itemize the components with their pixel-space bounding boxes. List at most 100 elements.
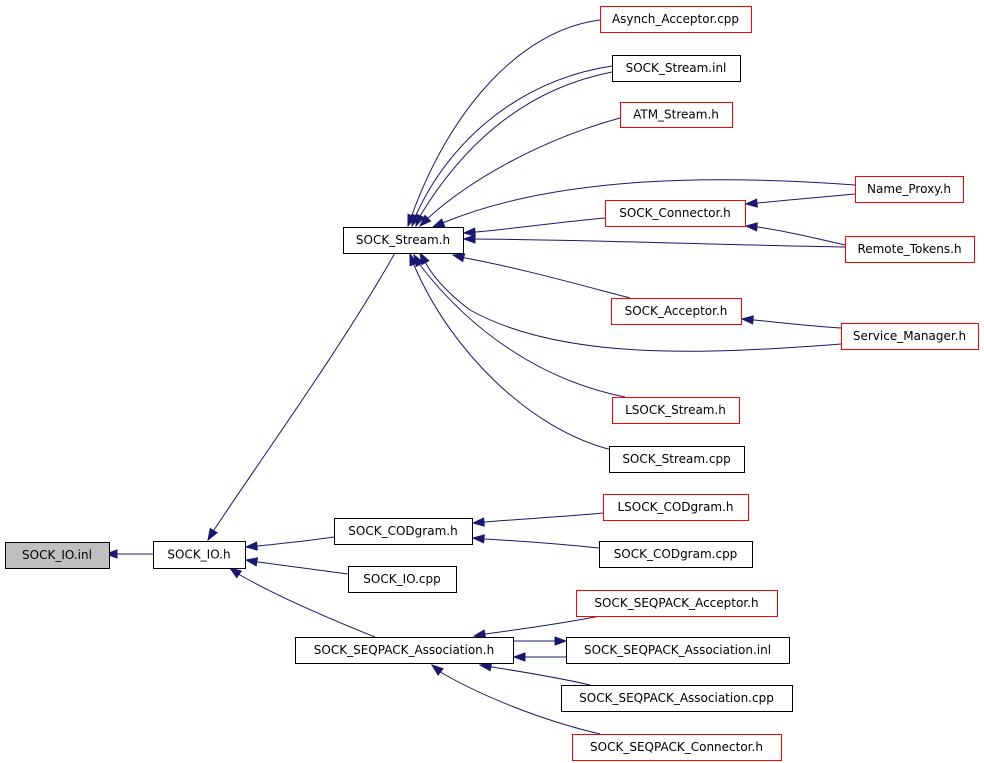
node-label: ATM_Stream.h bbox=[633, 108, 719, 122]
node-label: SOCK_Stream.inl bbox=[626, 61, 727, 75]
edge-line bbox=[245, 559, 349, 575]
node-label: Remote_Tokens.h bbox=[857, 242, 961, 256]
edge-line bbox=[431, 664, 601, 735]
edge-sock-seqpack-association-h-to-sock-seqpack-association-inl bbox=[513, 636, 568, 646]
node-sock-codgram-cpp[interactable]: SOCK_CODgram.cpp bbox=[599, 541, 753, 568]
node-box bbox=[855, 176, 964, 203]
node-box bbox=[343, 227, 464, 254]
edge-line bbox=[473, 615, 601, 637]
arrowhead bbox=[228, 567, 243, 579]
edge-sock-acceptor-h-to-sock-stream-h bbox=[451, 253, 631, 299]
node-box bbox=[605, 200, 746, 227]
node-atm-stream-h[interactable]: ATM_Stream.h bbox=[620, 102, 733, 128]
edge-sock-codgram-h-to-sock-io-h bbox=[244, 536, 335, 551]
edge-sock-seqpack-association-inl-to-sock-seqpack-association-h bbox=[512, 652, 566, 662]
edge-sock-seqpack-association-h-to-sock-io-h bbox=[228, 567, 376, 638]
node-box bbox=[620, 102, 733, 128]
edge-remote-tokens-h-to-sock-stream-h bbox=[462, 234, 846, 248]
arrowhead bbox=[244, 557, 259, 567]
nodes-layer: SOCK_IO.inl SOCK_IO.h SOCK_Stream.h Asynch_… bbox=[5, 6, 979, 761]
node-label: LSOCK_CODgram.h bbox=[617, 500, 733, 514]
node-sock-stream-h[interactable]: SOCK_Stream.h bbox=[343, 227, 464, 254]
edge-sock-codgram-cpp-to-sock-codgram-h bbox=[471, 534, 600, 549]
node-service-manager-h[interactable]: Service_Manager.h bbox=[841, 323, 979, 350]
edge-line bbox=[432, 179, 856, 228]
node-label: SOCK_IO.h bbox=[167, 548, 230, 562]
arrowhead bbox=[207, 527, 218, 542]
node-label: SOCK_Acceptor.h bbox=[625, 304, 728, 318]
node-label: Service_Manager.h bbox=[853, 329, 966, 343]
node-sock-io-h[interactable]: SOCK_IO.h bbox=[153, 541, 246, 569]
arrowhead bbox=[554, 636, 568, 646]
edge-line bbox=[207, 252, 396, 541]
node-box bbox=[611, 298, 742, 325]
node-label: Name_Proxy.h bbox=[867, 182, 951, 196]
node-box bbox=[609, 446, 745, 473]
arrowhead bbox=[744, 198, 758, 208]
node-name-proxy-h[interactable]: Name_Proxy.h bbox=[855, 176, 964, 203]
edge-line bbox=[745, 225, 846, 246]
node-lsock-stream-h[interactable]: LSOCK_Stream.h bbox=[612, 397, 740, 424]
edge-line bbox=[413, 254, 626, 398]
edge-line bbox=[741, 318, 842, 329]
node-box bbox=[841, 323, 979, 350]
arrowhead bbox=[431, 218, 446, 228]
edge-line bbox=[745, 193, 856, 205]
arrowhead bbox=[512, 652, 526, 662]
node-sock-seqpack-acceptor-h[interactable]: SOCK_SEQPACK_Acceptor.h bbox=[576, 590, 778, 617]
edge-line bbox=[463, 217, 606, 234]
node-sock-stream-inl[interactable]: SOCK_Stream.inl bbox=[612, 55, 741, 82]
node-sock-seqpack-association-cpp[interactable]: SOCK_SEQPACK_Association.cpp bbox=[561, 685, 793, 712]
node-sock-io-inl: SOCK_IO.inl bbox=[5, 542, 110, 569]
node-box bbox=[153, 541, 246, 569]
edge-sock-stream-inl-to-sock-stream-h-secondary bbox=[415, 71, 613, 228]
node-box bbox=[561, 685, 793, 712]
node-sock-codgram-h[interactable]: SOCK_CODgram.h bbox=[334, 518, 473, 545]
edges-layer bbox=[104, 19, 856, 735]
node-box bbox=[334, 518, 473, 545]
edge-name-proxy-h-to-sock-connector-h bbox=[744, 193, 856, 208]
arrowhead bbox=[451, 253, 466, 263]
edge-sock-stream-h-to-sock-io-h bbox=[207, 252, 396, 542]
node-remote-tokens-h[interactable]: Remote_Tokens.h bbox=[845, 236, 975, 263]
node-box bbox=[576, 590, 778, 617]
node-label: SOCK_Stream.h bbox=[356, 233, 450, 247]
edge-lsock-codgram-h-to-sock-codgram-h bbox=[471, 512, 604, 527]
edge-atm-stream-h-to-sock-stream-h bbox=[418, 117, 621, 228]
arrowhead bbox=[430, 664, 444, 676]
edge-line bbox=[464, 238, 846, 248]
edge-service-manager-h-to-sock-acceptor-h bbox=[740, 315, 842, 329]
arrowhead bbox=[409, 252, 419, 267]
node-box bbox=[612, 397, 740, 424]
edge-sock-seqpack-connector-h-to-sock-seqpack-association-h bbox=[430, 664, 601, 735]
edge-line bbox=[245, 536, 335, 548]
node-box bbox=[295, 637, 514, 664]
node-label: SOCK_Connector.h bbox=[619, 206, 731, 220]
node-box bbox=[599, 541, 753, 568]
edge-line bbox=[472, 512, 604, 524]
arrowhead bbox=[418, 214, 432, 228]
arrowhead bbox=[740, 315, 754, 325]
node-label: Asynch_Acceptor.cpp bbox=[612, 12, 739, 26]
node-sock-seqpack-connector-h[interactable]: SOCK_SEQPACK_Connector.h bbox=[572, 734, 782, 761]
node-lsock-codgram-h[interactable]: LSOCK_CODgram.h bbox=[603, 494, 749, 521]
edge-asynch-acceptor-cpp-to-sock-stream-h bbox=[407, 19, 601, 228]
arrowhead bbox=[478, 662, 493, 672]
edge-line bbox=[452, 254, 631, 299]
edge-line bbox=[479, 664, 591, 686]
node-box bbox=[845, 236, 975, 263]
node-sock-acceptor-h[interactable]: SOCK_Acceptor.h bbox=[611, 298, 742, 325]
node-sock-connector-h[interactable]: SOCK_Connector.h bbox=[605, 200, 746, 227]
edge-line bbox=[419, 252, 842, 352]
edge-lsock-stream-h-to-sock-stream-h bbox=[413, 253, 626, 398]
node-asynch-acceptor-cpp[interactable]: Asynch_Acceptor.cpp bbox=[600, 6, 752, 33]
arrowhead bbox=[462, 227, 476, 237]
node-sock-io-cpp[interactable]: SOCK_IO.cpp bbox=[348, 566, 457, 593]
node-box bbox=[348, 566, 457, 593]
node-sock-seqpack-association-h[interactable]: SOCK_SEQPACK_Association.h bbox=[295, 637, 514, 664]
node-sock-seqpack-association-inl[interactable]: SOCK_SEQPACK_Association.inl bbox=[566, 637, 790, 664]
edge-line bbox=[411, 65, 613, 227]
node-label: SOCK_SEQPACK_Connector.h bbox=[590, 740, 763, 754]
node-sock-stream-cpp[interactable]: SOCK_Stream.cpp bbox=[609, 446, 745, 473]
edge-sock-connector-h-to-sock-stream-h bbox=[462, 217, 606, 237]
